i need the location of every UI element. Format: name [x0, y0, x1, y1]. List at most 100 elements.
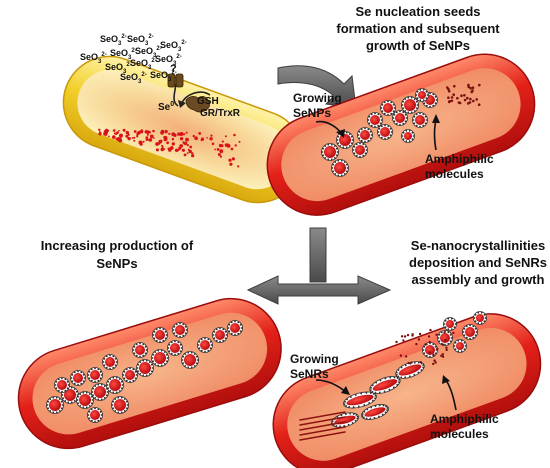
se-particle-dot	[209, 137, 213, 141]
se-particle-dot	[210, 134, 213, 137]
senp-particle	[473, 311, 487, 325]
se-particle-dot	[181, 133, 184, 136]
se-particle-dot	[99, 131, 101, 133]
selenite-ions: SeO32-SeO32-SeO32-SeO32-SeO32-SeO32-SeO3…	[80, 34, 187, 85]
se-particle-dot	[177, 132, 180, 135]
se-particle-dot	[182, 141, 185, 144]
senp-particle	[70, 370, 86, 386]
se-particle-dot	[458, 101, 462, 105]
svg-text:Amphiphilic: Amphiphilic	[425, 152, 494, 166]
se-particle-dot	[191, 154, 195, 158]
se-particle-dot	[160, 147, 165, 152]
se-particle-dot	[142, 140, 145, 143]
se-particle-dot	[108, 135, 110, 138]
senp-particle	[167, 340, 183, 356]
selenite-ion-label: SeO32-	[130, 58, 157, 71]
se-particle-dot	[450, 96, 454, 99]
reduction-arrowhead-icon	[178, 100, 186, 108]
se-particle-dot	[441, 355, 445, 358]
se-particle-dot	[228, 158, 232, 162]
se-particle-dot	[179, 137, 184, 141]
se-nanofiber-line	[299, 416, 346, 426]
se-nanofiber-line	[299, 411, 346, 421]
se-particle-dot	[185, 137, 189, 142]
senp-particle	[111, 396, 129, 414]
se-particle-dot	[186, 152, 189, 155]
se-particle-dot	[149, 134, 154, 139]
se-particle-dot	[448, 100, 452, 103]
se-particle-dot	[417, 338, 421, 341]
se-particle-dot	[400, 335, 404, 338]
se-particle-dot	[434, 361, 437, 364]
se-particle-dot	[152, 129, 155, 133]
se-particle-dot	[447, 89, 451, 93]
se-particle-dot	[133, 130, 137, 133]
senp-particle	[331, 159, 349, 177]
se-particle-dot	[144, 130, 148, 134]
senp-particle	[367, 112, 383, 128]
se-particle-dot	[219, 149, 224, 154]
se-particle-dot	[450, 99, 454, 103]
se-particle-dot	[433, 359, 436, 362]
se-particle-dot	[160, 139, 163, 143]
se-particle-dot	[125, 130, 129, 135]
se-particle-dot	[444, 339, 447, 342]
se-particle-dot	[469, 86, 472, 90]
se-particle-dot	[233, 133, 236, 137]
se-particle-dot	[452, 331, 455, 335]
se-particle-dot	[467, 83, 470, 87]
senp-particle	[197, 337, 213, 353]
svg-text:Amphiphilic: Amphiphilic	[430, 412, 499, 426]
se-particle-dot	[189, 145, 193, 149]
selenite-ion-label: SeO32-	[155, 54, 182, 67]
senp-particle	[357, 127, 373, 143]
se-particle-dot	[441, 353, 444, 356]
senp-particle	[401, 129, 415, 143]
se-particle-dot	[155, 142, 160, 146]
cell3-senp-particles	[46, 320, 243, 423]
se-particle-dot	[133, 139, 136, 142]
se-particle-dot	[116, 137, 121, 142]
selenite-ion-label: SeO32-	[100, 34, 127, 47]
transporter-channel-icon	[167, 73, 184, 88]
se-particle-dot	[435, 333, 438, 336]
se-particle-dot	[171, 142, 175, 146]
selenite-ion-label: SeO32-	[120, 72, 147, 85]
se-particle-dot	[404, 355, 408, 358]
senp-particle	[102, 354, 118, 370]
se-particle-dot	[194, 136, 198, 140]
se-particle-dot	[436, 347, 439, 350]
se-nanofiber-line	[299, 431, 346, 441]
se-particle-dot	[181, 148, 185, 152]
se-particle-dot	[174, 148, 179, 152]
growing-senps-label: Growing SeNPs	[293, 91, 342, 120]
se-particle-dot	[229, 162, 233, 166]
se-particle-dot	[237, 165, 240, 168]
se-particle-dot	[463, 94, 466, 97]
se-particle-dot	[183, 153, 187, 157]
se-particle-dot	[470, 90, 474, 94]
se-particle-dot	[160, 129, 165, 134]
amphiphilic-molecules-label-1: Amphiphilic molecules	[425, 152, 494, 181]
se-particle-dot	[395, 340, 398, 344]
senp-particle	[401, 96, 419, 114]
svg-text:Se nucleation seeds: Se nucleation seeds	[356, 4, 481, 19]
senp-particle	[212, 327, 228, 343]
se-particle-dot	[466, 102, 470, 105]
se-particle-dot	[186, 144, 189, 147]
se-particle-dot	[231, 157, 235, 161]
svg-text:formation and subsequent: formation and subsequent	[336, 21, 500, 36]
se-particle-dot	[148, 138, 153, 142]
growing-senrs-label: Growing SeNRs	[290, 352, 339, 381]
selenite-ion-label: SeO32-	[80, 52, 107, 65]
se-particle-dot	[440, 354, 443, 357]
senp-particle	[321, 143, 339, 161]
se-particle-dot	[230, 147, 234, 151]
senr-rod	[361, 404, 389, 420]
se-particle-dot	[188, 149, 192, 154]
amphiphilic-molecules-label-2: Amphiphilic molecules	[430, 412, 499, 441]
se-particle-dot	[216, 148, 220, 151]
se-particle-dot	[164, 137, 167, 140]
se-particle-dot	[113, 132, 117, 135]
se-particle-dot	[148, 130, 151, 134]
